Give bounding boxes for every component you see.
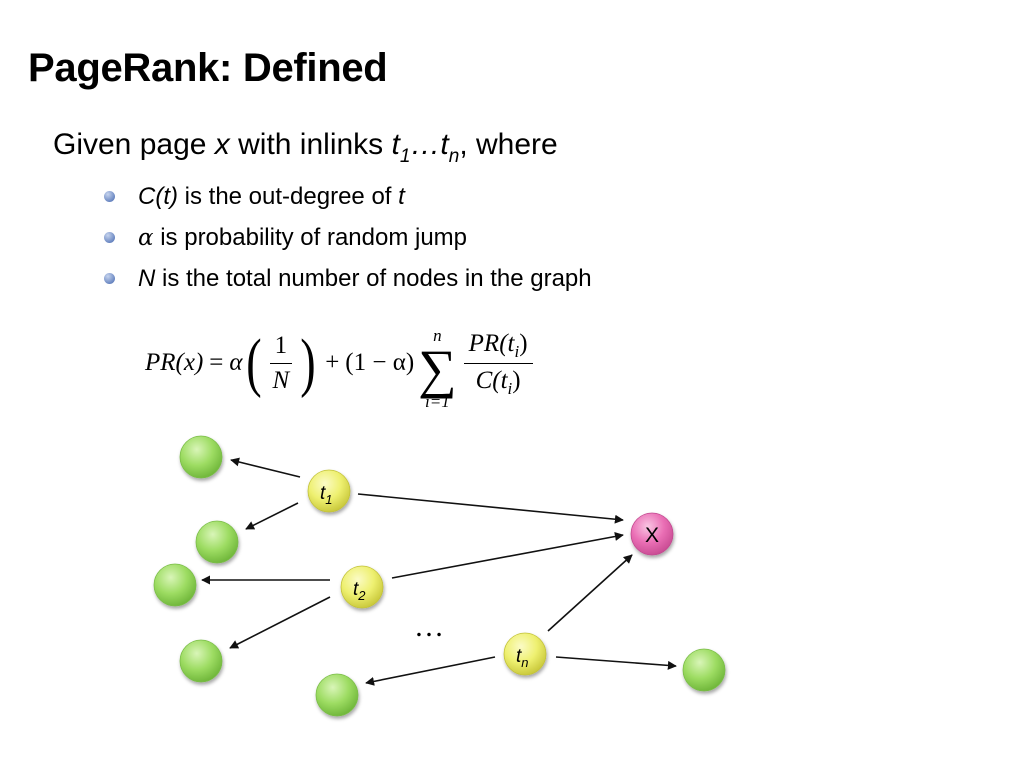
fraction-denominator: N: [272, 366, 290, 394]
alpha-var: α: [138, 225, 154, 251]
intro-suffix: , where: [459, 128, 558, 161]
intro-t1: t: [391, 128, 400, 161]
edge-tn-to-green5: [365, 656, 496, 686]
node-t2: [340, 565, 384, 609]
outdegree-var2: t: [398, 183, 405, 210]
formula-lhs: PR(x): [145, 349, 204, 376]
bullet-icon: [104, 191, 115, 202]
formula-right-paren: ): [300, 326, 316, 399]
green-node: [195, 520, 239, 564]
intro-ellipsis: …: [410, 128, 441, 161]
formula-fraction-1-over-n: 1 N: [268, 332, 295, 395]
formula-plus: +: [325, 349, 340, 376]
graph-ellipsis: …: [414, 610, 444, 643]
node-t1-label: t1: [320, 483, 333, 507]
numerator-text: PR(t: [468, 329, 515, 357]
bullet-icon: [104, 273, 115, 284]
fraction-numerator: PR(ti): [463, 329, 533, 364]
node-tn: [503, 632, 547, 676]
edge-t2-to-x: [391, 532, 624, 579]
green-node: [179, 639, 223, 683]
page-title: PageRank: Defined: [28, 46, 388, 90]
green-node: [682, 648, 726, 692]
formula-left-paren: (: [245, 326, 262, 399]
intro-mid: with inlinks: [229, 128, 392, 161]
node-tn-label: tn: [516, 646, 529, 670]
formula-alpha: α: [229, 349, 243, 376]
sum-lower-limit: i=1: [425, 392, 450, 411]
node-x: [630, 512, 674, 556]
outdegree-text: is the out-degree of: [177, 183, 399, 210]
intro-tn-sub: n: [448, 146, 460, 167]
denominator-sub: i: [507, 378, 513, 398]
edge-t1-to-green1: [230, 457, 301, 478]
intro-t1-sub: 1: [399, 146, 411, 167]
alpha-text: is probability of random jump: [153, 224, 468, 251]
denominator-close: ): [512, 366, 521, 394]
fraction-denominator: C(ti): [471, 364, 526, 398]
pagerank-formula: PR(x) = α ( 1 N ) + (1 − α) n ∑ i=1 PR(t…: [145, 318, 536, 411]
denominator-text: C(t: [475, 366, 508, 394]
intro-prefix: Given page: [53, 128, 215, 161]
numerator-close: ): [519, 329, 528, 357]
green-node: [179, 435, 223, 479]
sum-symbol: ∑: [418, 339, 457, 399]
node-x-label: X: [645, 524, 659, 547]
green-node: [315, 673, 359, 717]
formula-one-minus-alpha: (1 − α): [345, 349, 415, 376]
n-text: is the total number of nodes in the grap…: [155, 265, 592, 292]
graph-nodes: [153, 435, 726, 717]
n-var: N: [138, 265, 156, 292]
numerator-sub: i: [514, 341, 520, 361]
fraction-numerator: 1: [269, 332, 293, 364]
intro-page-var: x: [214, 128, 230, 161]
intro-tn: t: [440, 128, 449, 161]
edge-tn-to-green6: [555, 656, 677, 670]
formula-fraction-pr-over-c: PR(ti) C(ti): [463, 329, 533, 398]
node-t2-label: t2: [353, 579, 366, 603]
node-t1: [307, 469, 351, 513]
edge-t2-to-green4: [229, 596, 331, 649]
intro-line: Given page x with inlinks t1…tn, where: [53, 128, 558, 167]
green-node: [153, 563, 197, 607]
sum-upper-limit: n: [433, 326, 442, 345]
graph-edges: [201, 457, 677, 686]
outdegree-var: C(t): [138, 183, 178, 210]
formula-summation: n ∑ i=1: [418, 327, 457, 411]
edge-t1-to-x: [357, 493, 624, 524]
edge-tn-to-x: [547, 554, 633, 632]
edge-t1-to-green2: [245, 502, 299, 530]
formula-equals: =: [209, 349, 224, 376]
bullet-icon: [104, 232, 115, 243]
